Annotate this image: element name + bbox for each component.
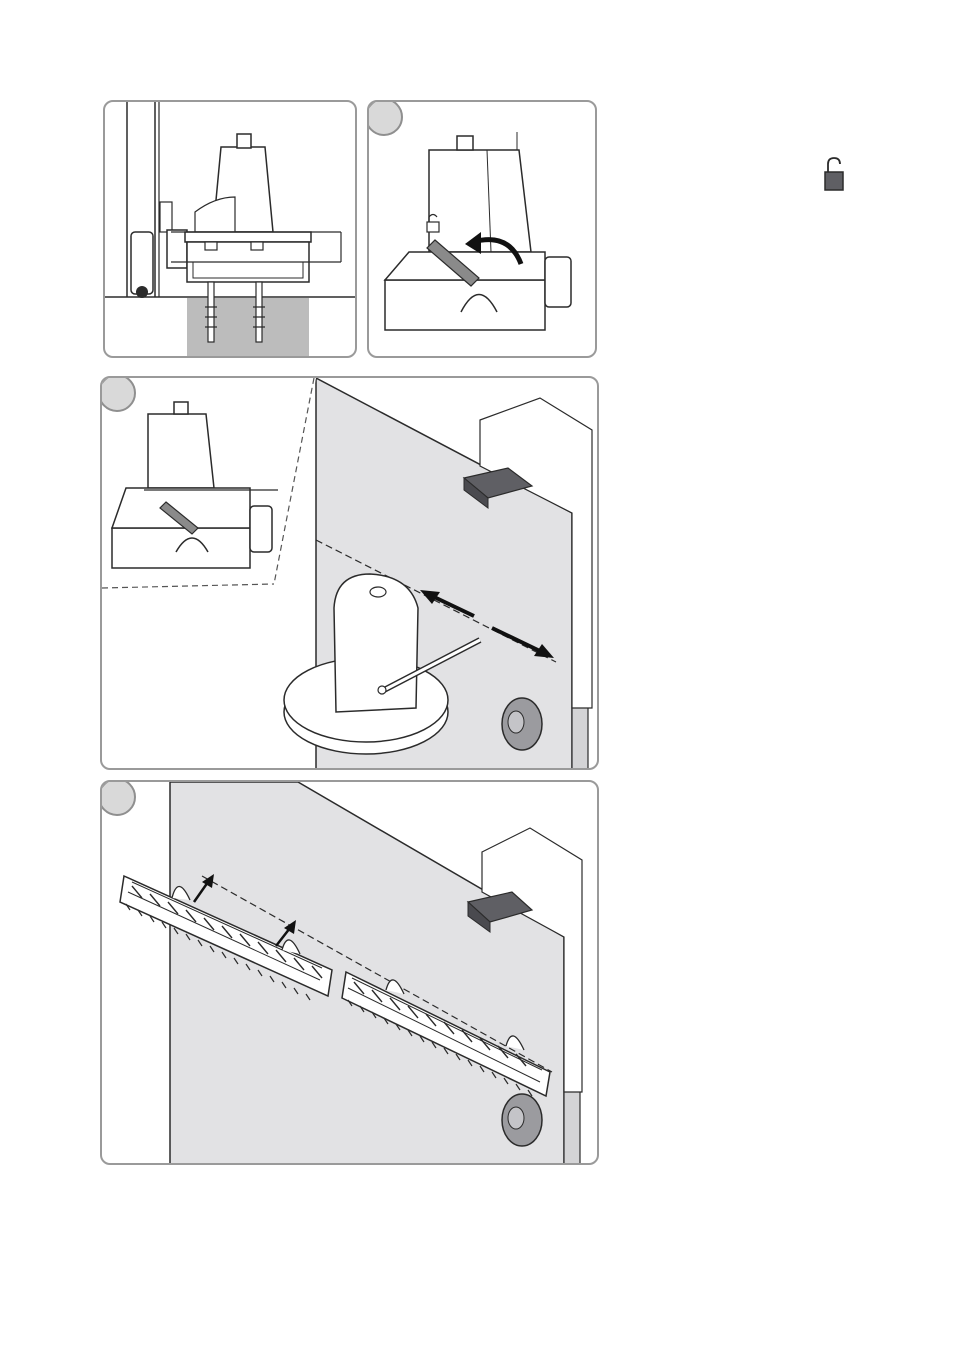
motor-alignment-illustration bbox=[102, 378, 599, 770]
rack-fixing-illustration bbox=[102, 782, 599, 1165]
figure-panel-motor-anchoring bbox=[103, 100, 357, 358]
unlock-icon bbox=[820, 155, 850, 195]
motor-anchoring-illustration bbox=[105, 102, 357, 358]
figure-panel-motor-alignment bbox=[100, 376, 599, 770]
figure-panel-rack-fixing bbox=[100, 780, 599, 1165]
motor-release-illustration bbox=[369, 102, 597, 358]
figure-panel-motor-release bbox=[367, 100, 597, 358]
